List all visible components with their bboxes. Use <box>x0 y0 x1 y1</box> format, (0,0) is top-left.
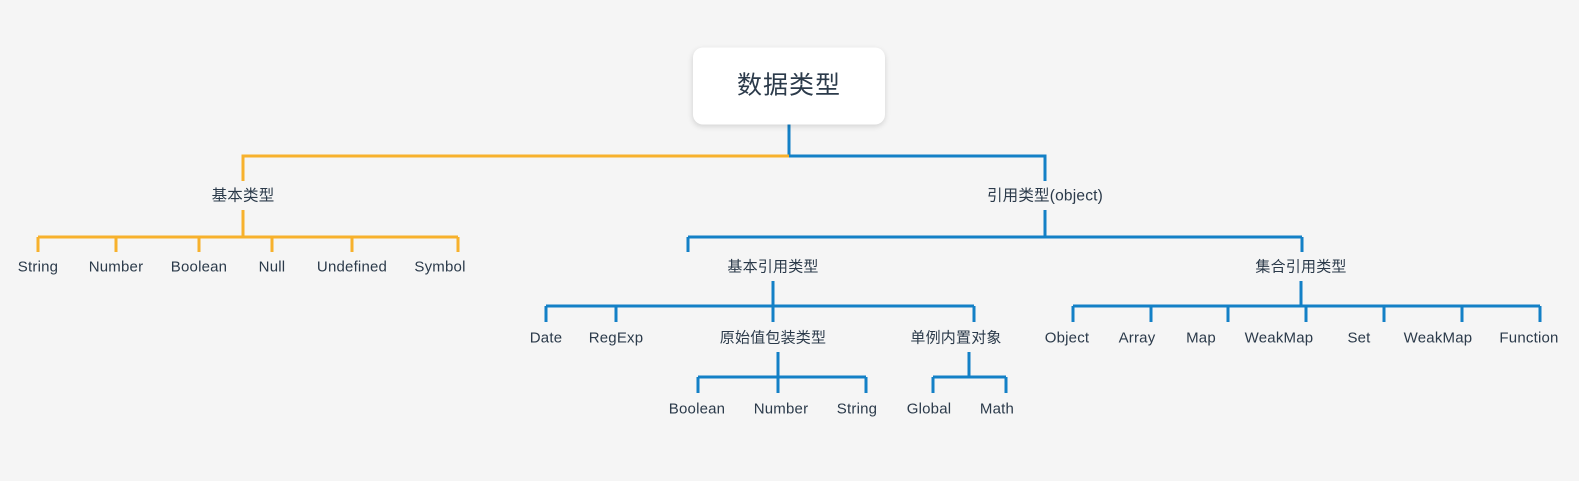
top-split-left <box>241 154 789 181</box>
branch-node-collection-ref[interactable]: 集合引用类型 <box>1255 258 1347 276</box>
branch-node-reference[interactable]: 引用类型(object) <box>986 187 1104 205</box>
collection-leaf-set[interactable]: Set <box>1347 329 1371 347</box>
top-split-right <box>789 154 1047 181</box>
basic-ref-child-node[interactable]: 单例内置对象 <box>910 329 1002 347</box>
primitive-leaf-number[interactable]: Number <box>88 258 144 276</box>
branch-node-primitive[interactable]: 基本类型 <box>211 187 275 205</box>
basic-ref-child-date[interactable]: Date <box>529 329 563 347</box>
collection-leaf-weakmap[interactable]: WeakMap <box>1244 329 1314 347</box>
collection-leaf-map[interactable]: Map <box>1186 329 1216 347</box>
singleton-leaf-math[interactable]: Math <box>979 400 1015 418</box>
collection-leaf-array[interactable]: Array <box>1118 329 1156 347</box>
basic-ref-child-regexp[interactable]: RegExp <box>588 329 644 347</box>
primitive-leaf-undefined[interactable]: Undefined <box>316 258 388 276</box>
primitive-leaf-symbol[interactable]: Symbol <box>414 258 466 276</box>
primitive-leaf-boolean[interactable]: Boolean <box>170 258 228 276</box>
branch-node-basic-ref[interactable]: 基本引用类型 <box>727 258 819 276</box>
collection-leaf-object[interactable]: Object <box>1044 329 1090 347</box>
singleton-leaf-global[interactable]: Global <box>906 400 952 418</box>
wrapper-leaf-string[interactable]: String <box>836 400 878 418</box>
wrapper-leaf-boolean[interactable]: Boolean <box>668 400 726 418</box>
wrapper-leaf-number[interactable]: Number <box>753 400 809 418</box>
collection-leaf-function[interactable]: Function <box>1499 329 1559 347</box>
root-node-node[interactable]: 数据类型 <box>692 47 886 125</box>
basic-ref-child-node[interactable]: 原始值包装类型 <box>719 329 827 347</box>
primitive-leaf-string[interactable]: String <box>17 258 59 276</box>
collection-leaf-weakmap[interactable]: WeakMap <box>1403 329 1473 347</box>
primitive-leaf-null[interactable]: Null <box>258 258 286 276</box>
